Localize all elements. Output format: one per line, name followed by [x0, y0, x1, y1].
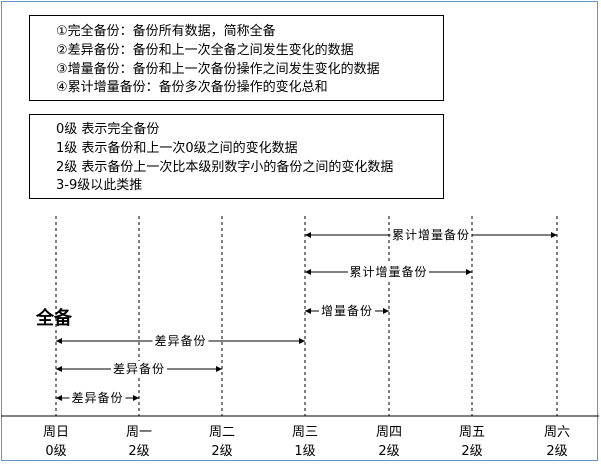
full-backup-label: 全备	[36, 308, 72, 329]
legend-incremental-backup: ③增量备份：备份和上一次备份操作之间发生变化的数据	[56, 62, 380, 77]
level-label-2: 2级	[211, 444, 232, 459]
span-label-bg-0	[390, 227, 472, 243]
span-label-2: 增量备份	[321, 304, 373, 318]
day-label-5: 周五	[459, 425, 485, 440]
backup-types-legend: ①完全备份：备份所有数据，简称全备 ②差异备份：备份和上一次全备之间发生变化的数…	[29, 15, 444, 101]
day-label-4: 周四	[376, 425, 402, 440]
level-label-3: 1级	[294, 444, 315, 459]
level-label-6: 2级	[546, 444, 567, 459]
legend-full-backup: ①完全备份：备份所有数据，简称全备	[56, 24, 276, 39]
span-label-0: 累计增量备份	[392, 228, 470, 242]
span-label-3: 差异备份	[154, 334, 206, 348]
legend-cumulative-backup: ④累计增量备份：备份多次备份操作的变化总和	[56, 80, 328, 95]
legend-differential-backup: ②差异备份：备份和上一次全备之间发生变化的数据	[56, 43, 354, 58]
level-label-1: 2级	[128, 444, 149, 459]
span-label-bg-3	[152, 333, 209, 349]
legend-level-3-9: 3-9级以此类推	[56, 178, 143, 193]
backup-levels-legend: 0级 表示完全备份 1级 表示备份和上一次0级之间的变化数据 2级 表示备份上一…	[29, 114, 444, 199]
span-label-bg-1	[348, 264, 429, 280]
span-label-1: 累计增量备份	[349, 265, 427, 279]
span-label-5: 差异备份	[71, 391, 123, 405]
level-label-0: 0级	[45, 444, 66, 459]
day-label-6: 周六	[544, 425, 570, 440]
day-label-2: 周二	[209, 425, 235, 440]
day-label-0: 周日	[43, 425, 69, 440]
span-label-bg-2	[319, 303, 375, 319]
day-label-3: 周三	[292, 425, 318, 440]
level-label-4: 2级	[378, 444, 399, 459]
day-label-1: 周一	[126, 425, 152, 440]
span-label-4: 差异备份	[113, 362, 165, 376]
level-label-5: 2级	[461, 444, 482, 459]
span-label-bg-4	[111, 361, 167, 377]
legend-level-1: 1级 表示备份和上一次0级之间的变化数据	[56, 141, 298, 156]
legend-level-2: 2级 表示备份上一次比本级别数字小的备份之间的变化数据	[56, 160, 394, 175]
legend-level-0: 0级 表示完全备份	[56, 122, 160, 137]
span-label-bg-5	[69, 390, 126, 406]
